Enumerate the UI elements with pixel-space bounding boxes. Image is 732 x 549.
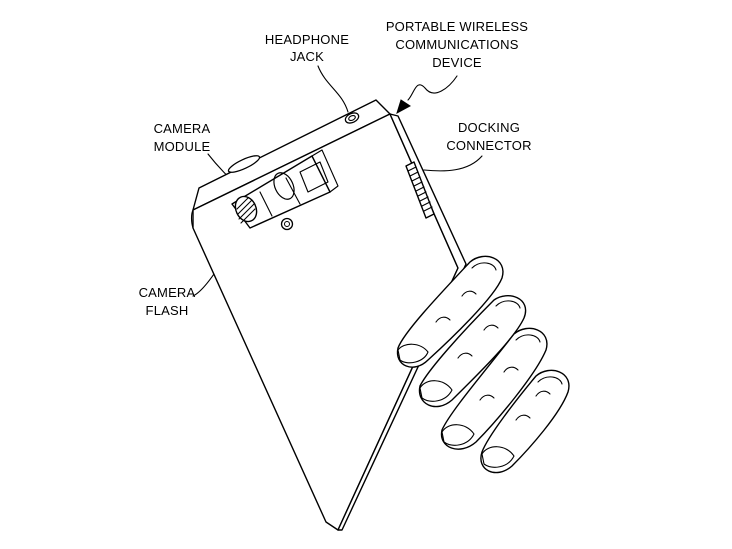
finger-4 (480, 369, 570, 474)
docking-connector (405, 161, 435, 219)
leader-headphone-jack (317, 65, 349, 113)
top-slot (227, 155, 261, 173)
camera-module (231, 149, 339, 229)
svg-text:MODULE: MODULE (154, 139, 211, 154)
svg-text:CAMERA: CAMERA (139, 285, 196, 300)
label-portable-wireless-device: PORTABLE WIRELESS COMMUNICATIONS DEVICE (386, 19, 528, 70)
label-headphone-jack: HEADPHONE JACK (265, 32, 349, 64)
svg-text:COMMUNICATIONS: COMMUNICATIONS (395, 37, 518, 52)
hand (396, 255, 570, 474)
finger-1 (396, 255, 504, 368)
svg-text:CONNECTOR: CONNECTOR (446, 138, 531, 153)
label-camera-flash: CAMERA FLASH (139, 285, 196, 318)
device-side-face (337, 113, 467, 531)
headphone-jack (344, 112, 360, 124)
leader-device (407, 75, 458, 101)
camera-flash (280, 217, 294, 231)
finger-3 (440, 327, 548, 450)
label-docking-connector: DOCKING CONNECTOR (446, 120, 531, 153)
svg-text:CAMERA: CAMERA (154, 121, 211, 136)
leader-docking-connector (423, 155, 483, 172)
svg-text:HEADPHONE: HEADPHONE (265, 32, 349, 47)
svg-text:DEVICE: DEVICE (432, 55, 482, 70)
arrowhead-device (396, 99, 411, 115)
svg-text:FLASH: FLASH (146, 303, 189, 318)
svg-text:JACK: JACK (290, 49, 324, 64)
svg-text:PORTABLE WIRELESS: PORTABLE WIRELESS (386, 19, 528, 34)
svg-text:DOCKING: DOCKING (458, 120, 520, 135)
camera-lens (234, 195, 258, 224)
label-camera-module: CAMERA MODULE (154, 121, 211, 154)
finger-2 (418, 295, 527, 408)
